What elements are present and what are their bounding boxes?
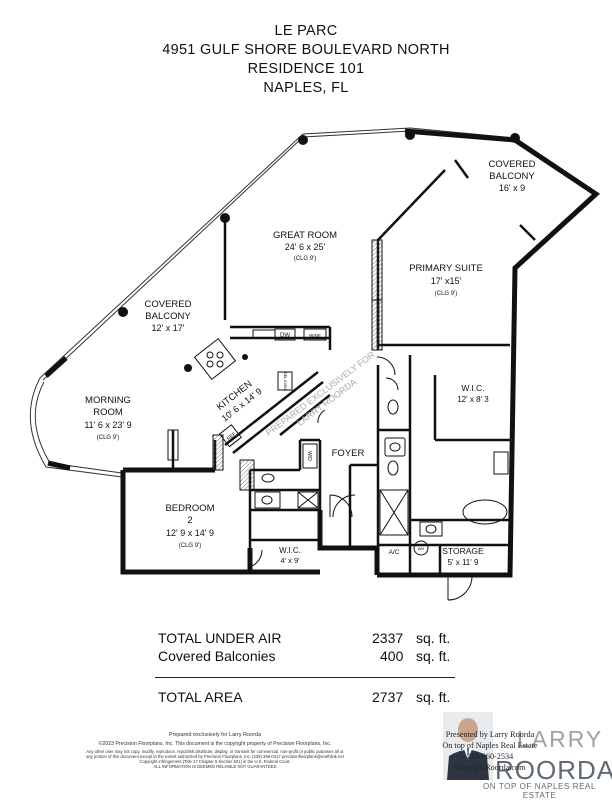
room-great-room-clg: (CLG 9') xyxy=(294,256,316,262)
room-covered-balcony-right-dims: 16' x 9 xyxy=(499,183,525,193)
footer-prepared: Prepared exclusively for Larry Roorda xyxy=(168,732,262,738)
area-divider xyxy=(155,677,455,678)
room-wic-bedroom-name: W.I.C. xyxy=(279,546,301,555)
room-bedroom2-name1: BEDROOM xyxy=(165,503,214,514)
room-covered-balcony-left-dims: 12' x 17' xyxy=(152,323,185,333)
footer-copyright: ©2023 Precision Floorplans, Inc. This do… xyxy=(98,741,332,747)
room-wic-primary-name: W.I.C. xyxy=(461,383,484,393)
area-row-balconies-label: Covered Balconies xyxy=(158,648,276,664)
brand-last: ROORDA xyxy=(495,755,612,785)
room-primary-suite-dims: 17' x15' xyxy=(431,276,462,286)
title-city: NAPLES, FL xyxy=(263,80,349,96)
room-storage-name: STORAGE xyxy=(442,546,484,556)
room-foyer-name: FOYER xyxy=(332,448,365,459)
room-bedroom2-name2: 2 xyxy=(187,515,192,526)
room-storage-dims: 5' x 11' 9 xyxy=(448,558,479,567)
brand-first: LARRY xyxy=(517,726,604,752)
interior-walls xyxy=(171,159,536,575)
room-covered-balcony-right-name1: COVERED xyxy=(489,159,536,170)
area-row-under-air-label: TOTAL UNDER AIR xyxy=(158,630,282,646)
watermark-line-1: PREPARED EXCLUSIVELY FOR xyxy=(264,349,377,438)
room-morning-room-dims: 11' 6 x 23' 9 xyxy=(84,420,131,430)
area-total-value: 2737 xyxy=(372,689,404,705)
area-total-unit: sq. ft. xyxy=(416,689,451,705)
exterior-walls xyxy=(44,128,601,578)
agent-photo xyxy=(443,712,493,780)
footer-legal-1: Any other user may not copy, modify, rep… xyxy=(86,749,344,754)
room-morning-room-name1: MORNING xyxy=(85,395,131,406)
room-primary-suite-clg: (CLG 9') xyxy=(435,291,457,297)
area-total-label: TOTAL AREA xyxy=(158,689,243,705)
room-wic-primary-dims: 12' x 8' 3 xyxy=(457,395,489,404)
footer-legal-4: ALL INFORMATION IS DEEMED RELIABLE NOT G… xyxy=(153,764,277,769)
appliance-labels: DW WINE W/D REF DBL OVEN xyxy=(226,333,321,461)
appliance-dw: DW xyxy=(280,333,290,339)
area-row-balconies-unit: sq. ft. xyxy=(416,648,451,664)
room-wh-name: WH xyxy=(418,546,425,551)
room-great-room-name: GREAT ROOM xyxy=(273,230,337,241)
room-morning-room-clg: (CLG 9') xyxy=(97,435,119,441)
agent-line-4: Larry@LRoorda.com xyxy=(454,763,526,772)
room-bedroom2-clg: (CLG 9') xyxy=(179,543,201,549)
area-row-under-air-value: 2337 xyxy=(372,630,404,646)
agent-line-3: 239-860-2534 xyxy=(466,752,514,761)
appliance-dbl-oven: DBL OVEN xyxy=(283,372,287,390)
area-row-balconies-value: 400 xyxy=(380,648,404,664)
room-covered-balcony-left-name2: BALCONY xyxy=(145,311,191,322)
appliance-ref: REF xyxy=(226,431,238,442)
agent-line-2: On top of Naples Real Estate xyxy=(442,741,538,750)
room-wic-bedroom-dims: 4' x 9' xyxy=(280,556,300,565)
footer-legal-3: Copyright infringement (Title 17 Chapter… xyxy=(139,759,291,764)
room-morning-room-name2: ROOM xyxy=(93,407,123,418)
footer-legal-2: any portion of this document except to t… xyxy=(86,754,344,759)
appliance-wine: WINE xyxy=(309,333,321,338)
title-residence: RESIDENCE 101 xyxy=(247,61,365,77)
agent-line-1: Presented by Larry Roorda xyxy=(445,730,535,739)
room-covered-balcony-right-name2: BALCONY xyxy=(489,171,535,182)
room-bedroom2-dims: 12' 9 x 14' 9 xyxy=(166,528,214,538)
room-ac-name: A/C xyxy=(389,549,400,556)
brand-tagline: ON TOP OF NAPLES REAL ESTATE xyxy=(482,782,597,800)
room-covered-balcony-left-name1: COVERED xyxy=(145,299,192,310)
hatched-walls xyxy=(212,239,383,491)
fixtures xyxy=(167,328,509,601)
room-labels: COVERED BALCONY 16' x 9 GREAT ROOM 24' 6… xyxy=(84,159,535,567)
agent-branding: LARRY ROORDA ON TOP OF NAPLES REAL ESTAT… xyxy=(425,712,612,800)
appliance-wd: W/D xyxy=(306,451,312,461)
area-row-under-air-unit: sq. ft. xyxy=(416,630,451,646)
title-address: 4951 GULF SHORE BOULEVARD NORTH xyxy=(162,42,450,58)
room-primary-suite-name: PRIMARY SUITE xyxy=(409,263,483,274)
room-great-room-dims: 24' 6 x 25' xyxy=(285,242,326,252)
title-building: LE PARC xyxy=(274,23,338,39)
